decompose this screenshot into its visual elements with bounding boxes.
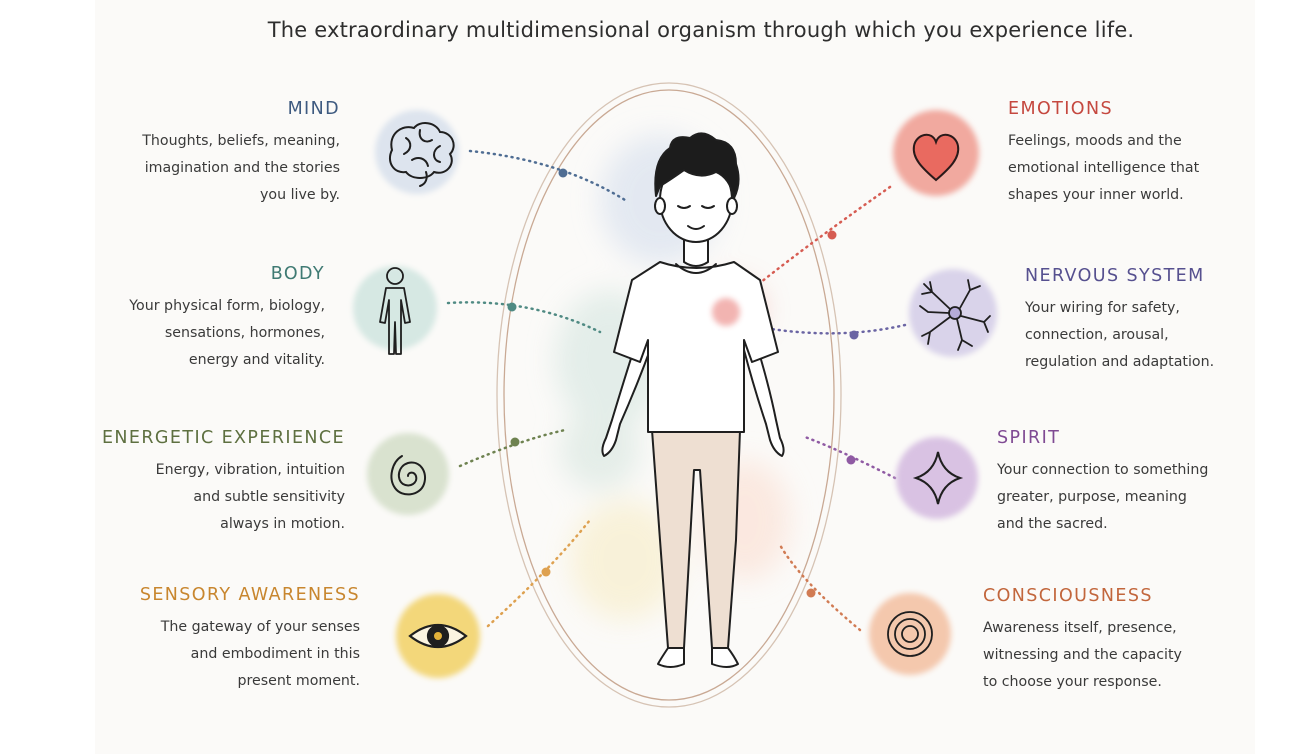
human-figure-icon xyxy=(379,267,411,355)
emotions-description: Feelings, moods and the emotional intell… xyxy=(1008,133,1200,203)
four-point-star-icon xyxy=(912,451,964,505)
mind-block: MIND Thoughts, beliefs, meaning, imagina… xyxy=(120,98,340,209)
energetic-heading: ENERGETIC EXPERIENCE xyxy=(101,428,345,448)
nervous-description: Your wiring for safety, connection, arou… xyxy=(1025,300,1215,370)
neuron-icon xyxy=(919,279,991,351)
energetic-description: Energy, vibration, intuition and subtle … xyxy=(155,462,345,532)
spirit-block: SPIRIT Your connection to something grea… xyxy=(997,427,1247,538)
sensory-description: The gateway of your senses and embodimen… xyxy=(160,619,360,689)
nervous-block: NERVOUS SYSTEM Your wiring for safety, c… xyxy=(1025,265,1255,376)
connector-body xyxy=(446,301,602,334)
connector-spirit xyxy=(803,435,897,480)
brain-icon xyxy=(388,122,455,187)
consciousness-block: CONSCIOUSNESS Awareness itself, presence… xyxy=(983,585,1233,696)
spirit-heading: SPIRIT xyxy=(997,428,1061,448)
mind-description: Thoughts, beliefs, meaning, imagination … xyxy=(142,133,340,203)
emotions-block: EMOTIONS Feelings, moods and the emotion… xyxy=(1008,98,1248,209)
mind-heading: MIND xyxy=(287,99,340,119)
body-description: Your physical form, biology, sensations,… xyxy=(129,298,325,368)
sensory-block: SENSORY AWARENESS The gateway of your se… xyxy=(120,584,360,695)
heart-icon xyxy=(912,133,960,182)
emotions-heading: EMOTIONS xyxy=(1008,99,1113,119)
eye-icon xyxy=(408,624,468,648)
connector-consciousness xyxy=(778,543,862,632)
concentric-circles-icon xyxy=(887,611,933,657)
energetic-block: ENERGETIC EXPERIENCE Energy, vibration, … xyxy=(100,427,345,538)
page-title: The extraordinary multidimensional organ… xyxy=(267,18,1135,42)
sensory-heading: SENSORY AWARENESS xyxy=(139,585,360,605)
connector-dots xyxy=(507,168,859,598)
consciousness-description: Awareness itself, presence, witnessing a… xyxy=(983,620,1182,690)
nervous-heading: NERVOUS SYSTEM xyxy=(1025,266,1205,286)
body-block: BODY Your physical form, biology, sensat… xyxy=(100,263,325,374)
spiral-icon xyxy=(390,455,426,496)
central-figure xyxy=(601,132,785,668)
consciousness-heading: CONSCIOUSNESS xyxy=(983,586,1153,606)
figure-trousers xyxy=(651,429,741,649)
connector-energetic xyxy=(458,428,567,468)
body-heading: BODY xyxy=(270,264,325,284)
connector-mind xyxy=(468,149,627,202)
connector-emotions xyxy=(743,185,892,297)
aura-oval xyxy=(496,82,842,708)
spirit-description: Your connection to something greater, pu… xyxy=(997,462,1209,532)
figure-hair xyxy=(654,132,740,199)
connector-nervous xyxy=(763,323,907,335)
